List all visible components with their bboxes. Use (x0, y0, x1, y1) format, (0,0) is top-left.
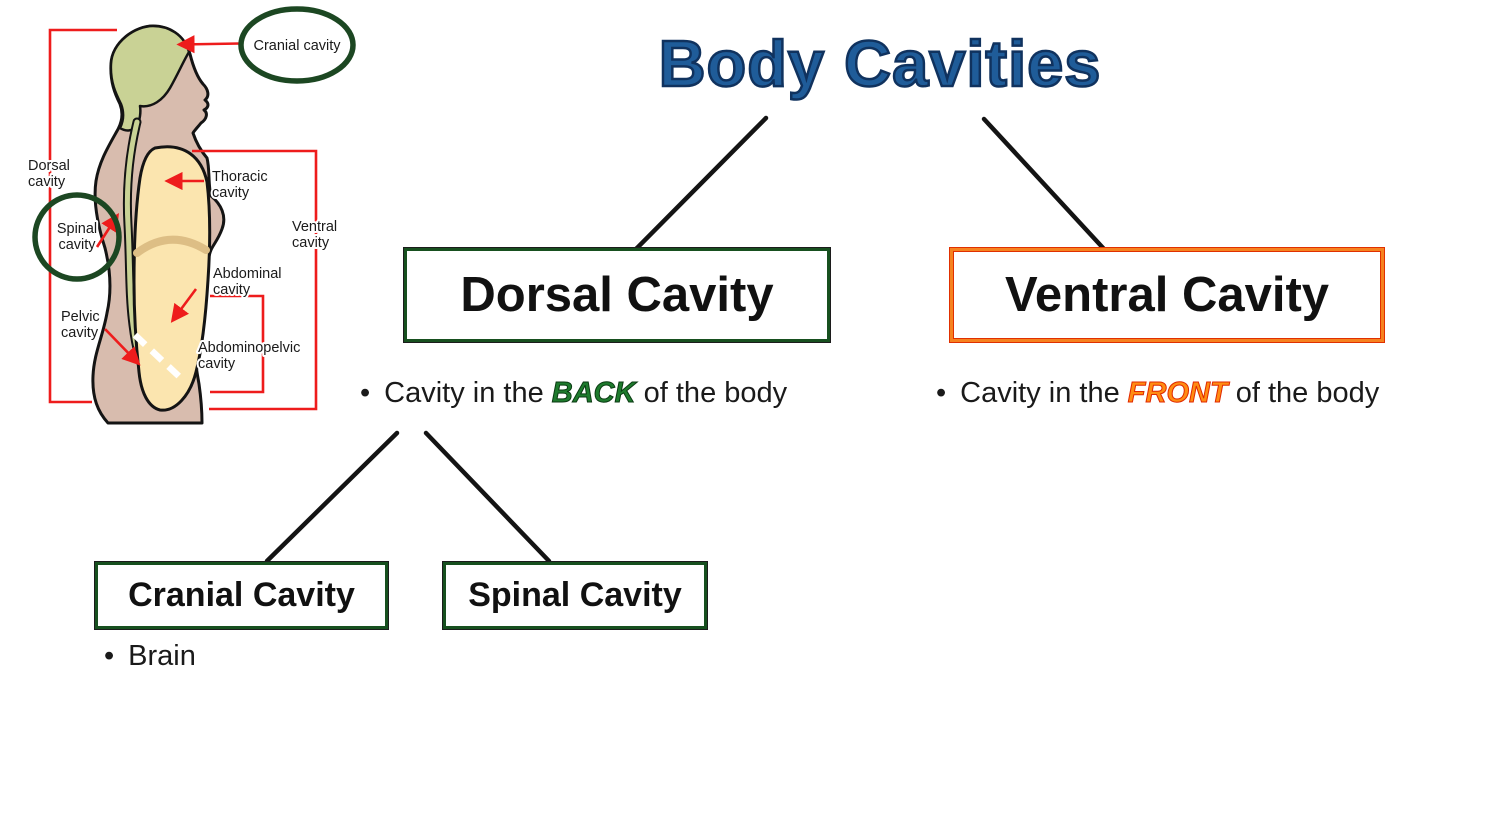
cranial-cavity-box: Cranial Cavity (94, 561, 389, 630)
ventral-bracket (192, 149, 318, 411)
dorsal-cavity-box: Dorsal Cavity (403, 247, 831, 343)
ventral-region (132, 145, 212, 412)
connector-dorsal-cranial (264, 430, 400, 564)
diaphragm-band (133, 235, 210, 257)
cranial-ring (238, 6, 356, 84)
ventral-cavity-box-label: Ventral Cavity (1004, 268, 1330, 322)
pelvic-cavity-label: Pelvic (61, 309, 100, 325)
abdominopelvic-cavity-label: Abdominopelvic (198, 340, 300, 356)
svg-text:cavity: cavity (212, 185, 250, 201)
pelvic-arrow (104, 328, 141, 366)
connector-dorsal-spinal (423, 430, 552, 564)
spinal-ring (32, 192, 122, 282)
ventral-cavity-label: Ventral (292, 219, 337, 235)
ventral-bullet-prefix: Cavity in the (960, 377, 1128, 409)
body-silhouette (91, 24, 226, 425)
ventral-cavity-box: Ventral Cavity (949, 247, 1385, 343)
cranial-cavity-label: Cranial cavity (253, 38, 341, 54)
abdominal-cavity-label: Abdominal (213, 266, 282, 282)
bullet-dot: • (936, 377, 947, 409)
brain-bullet-text: Brain (128, 640, 196, 672)
cranial-cavity-box-label: Cranial Cavity (128, 576, 355, 614)
spinal-cavity-label: Spinal (57, 221, 97, 237)
dorsal-cavity-box-label: Dorsal Cavity (460, 268, 774, 322)
brain-bullet: • Brain (104, 640, 196, 673)
svg-text:cavity: cavity (198, 356, 236, 372)
thoracic-cavity-label: Thoracic (212, 169, 268, 185)
cranial-arrow (176, 35, 241, 54)
dorsal-bullet-suffix: of the body (635, 377, 788, 409)
anatomy-figure: Cranial cavity Dorsal cavity Spinal cavi… (26, 6, 356, 425)
svg-text:cavity: cavity (61, 325, 99, 341)
dorsal-bracket (48, 28, 117, 404)
abdominal-arrow (170, 288, 198, 323)
bullet-dot: • (104, 640, 115, 672)
spinal-cavity-box: Spinal Cavity (442, 561, 708, 630)
ventral-bullet-suffix: of the body (1227, 377, 1380, 409)
svg-text:cavity: cavity (58, 237, 96, 253)
svg-text:cavity: cavity (292, 235, 330, 251)
pelvic-divider (132, 332, 187, 384)
svg-text:cavity: cavity (28, 174, 66, 190)
dorsal-bullet-highlight: BACK (551, 377, 636, 410)
connector-title-dorsal (633, 115, 769, 252)
svg-text:cavity: cavity (213, 282, 251, 298)
dorsal-bullet-prefix: Cavity in the (384, 377, 552, 409)
spinal-cavity-box-label: Spinal Cavity (468, 576, 682, 614)
dorsal-bullet: • Cavity in the BACK of the body (360, 377, 787, 410)
bullet-dot: • (360, 377, 371, 409)
ventral-bullet: • Cavity in the FRONT of the body (936, 377, 1379, 410)
dorsal-cavity-label: Dorsal (28, 158, 70, 174)
abdominopelvic-bracket (210, 294, 265, 394)
connector-title-ventral (981, 116, 1107, 252)
figure-labels: Cranial cavity Dorsal cavity Spinal cavi… (26, 36, 343, 374)
ventral-bullet-highlight: FRONT (1127, 377, 1228, 410)
page-title: Body Cavities (657, 26, 1102, 102)
